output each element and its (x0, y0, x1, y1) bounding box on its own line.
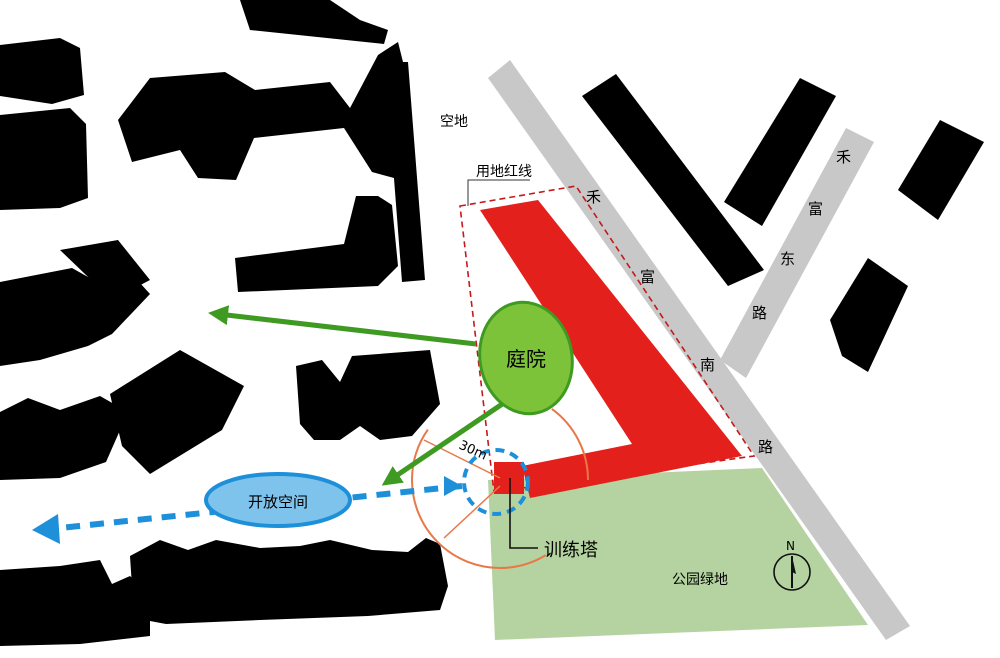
open-space-arrow-head-right (444, 476, 462, 496)
open-space-arrow-head (32, 514, 60, 544)
svg-text:路: 路 (752, 304, 767, 322)
park-green-area (488, 468, 868, 640)
north-label: N (786, 539, 795, 553)
open-space-ellipse (204, 472, 352, 528)
svg-text:禾: 禾 (586, 188, 601, 206)
courtyard-label: 庭院 (506, 347, 546, 371)
red-line-leader (467, 179, 530, 206)
site-red-line-boundary (459, 185, 756, 493)
svg-text:富: 富 (808, 200, 823, 218)
radius-line-lower (443, 485, 501, 539)
svg-text:禾: 禾 (836, 148, 851, 166)
svg-text:富: 富 (640, 268, 655, 286)
courtyard-arrow-west (208, 305, 477, 347)
open-space-label: 开放空间 (248, 493, 308, 511)
park-green-label: 公园绿地 (672, 572, 728, 588)
vacant-land-label: 空地 (440, 114, 468, 130)
training-tower-label: 训练塔 (544, 540, 598, 561)
hefu-south-road (488, 60, 910, 640)
svg-text:东: 东 (780, 250, 795, 268)
surrounding-buildings (0, 0, 448, 646)
east-buildings (582, 74, 984, 372)
hefu-south-road-label: 禾 富 南 路 (586, 188, 773, 456)
courtyard-ellipse (478, 300, 574, 416)
training-tower-circle (462, 448, 530, 516)
training-tower-leader (509, 478, 538, 549)
hefu-east-road (720, 128, 874, 378)
svg-text:路: 路 (758, 438, 773, 456)
svg-text:南: 南 (700, 356, 715, 374)
courtyard-arrow-southwest (381, 389, 522, 486)
site-building (480, 200, 742, 498)
hefu-east-road-label: 禾 富 东 路 (752, 148, 851, 322)
site-red-line-label: 用地红线 (476, 164, 532, 180)
north-arrow-icon: N (773, 539, 811, 591)
radius-arc (411, 391, 589, 569)
